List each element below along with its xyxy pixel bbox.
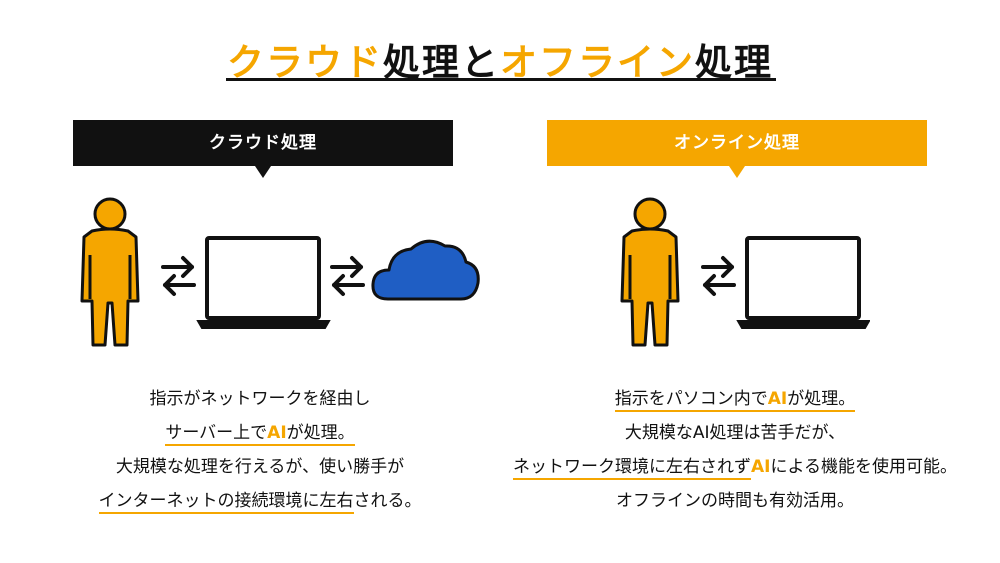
arrows-icon [330, 256, 365, 296]
desc-text: が処理。 [787, 389, 856, 409]
page-title: クラウド処理とオフライン処理 [0, 32, 1000, 86]
offline-processing-description: 指示をパソコン内でAIが処理。 大規模なAI処理は苦手だが、 ネットワーク環境に… [495, 382, 975, 518]
desc-text: オフラインの時間も有効活用。 [616, 491, 854, 511]
desc-text: 大規模なAI処理は苦手だが、 [624, 423, 846, 443]
title-cloud-word: クラウド [227, 41, 383, 84]
laptop-icon [196, 236, 331, 329]
laptop-icon [736, 236, 870, 329]
title-text-2: 処理 [695, 41, 773, 84]
title-underline [226, 78, 776, 81]
desc-line: インターネットの接続環境に左右される。 [70, 484, 450, 518]
desc-line: サーバー上でAIが処理。 [70, 416, 450, 450]
cloud-icon [371, 239, 480, 301]
desc-line: オフラインの時間も有効活用。 [495, 484, 975, 518]
ai-highlight: AI [751, 457, 771, 477]
title-text-1: 処理と [383, 41, 500, 84]
title-offline-word: オフライン [500, 41, 695, 84]
arrows-icon [161, 256, 196, 296]
desc-line: 指示をパソコン内でAIが処理。 [495, 382, 975, 416]
desc-highlight: サーバー上でAIが処理。 [165, 423, 355, 446]
desc-highlight: 指示をパソコン内でAIが処理。 [614, 389, 856, 412]
arrows-icon [701, 256, 736, 296]
online-processing-banner: オンライン処理 [547, 120, 927, 178]
person-icon [80, 197, 140, 347]
desc-line: 指示がネットワークを経由し [70, 382, 450, 416]
cloud-processing-banner: クラウド処理 [73, 120, 453, 178]
desc-text: サーバー上で [165, 423, 268, 443]
desc-text: による機能を使用可能。 [770, 457, 957, 477]
desc-highlight: インターネットの接続環境に左右 [98, 491, 354, 514]
ai-highlight: AI [767, 389, 788, 409]
desc-text: される。 [353, 491, 422, 511]
desc-text: が処理。 [286, 423, 355, 443]
desc-highlight: ネットワーク環境に左右されず [513, 457, 751, 480]
desc-line: 大規模なAI処理は苦手だが、 [495, 416, 975, 450]
offline-processing-illustration [620, 197, 870, 347]
person-icon [620, 197, 680, 347]
desc-text: 大規模な処理を行えるが、使い勝手が [115, 457, 405, 477]
desc-line: 大規模な処理を行えるが、使い勝手が [70, 450, 450, 484]
ai-highlight: AI [267, 423, 287, 443]
desc-text: 指示をパソコン内で [614, 389, 768, 409]
desc-text: 指示がネットワークを経由し [149, 389, 371, 409]
cloud-processing-illustration [80, 197, 480, 347]
desc-line: ネットワーク環境に左右されずAIによる機能を使用可能。 [495, 450, 975, 484]
cloud-processing-description: 指示がネットワークを経由し サーバー上でAIが処理。 大規模な処理を行えるが、使… [70, 382, 450, 518]
